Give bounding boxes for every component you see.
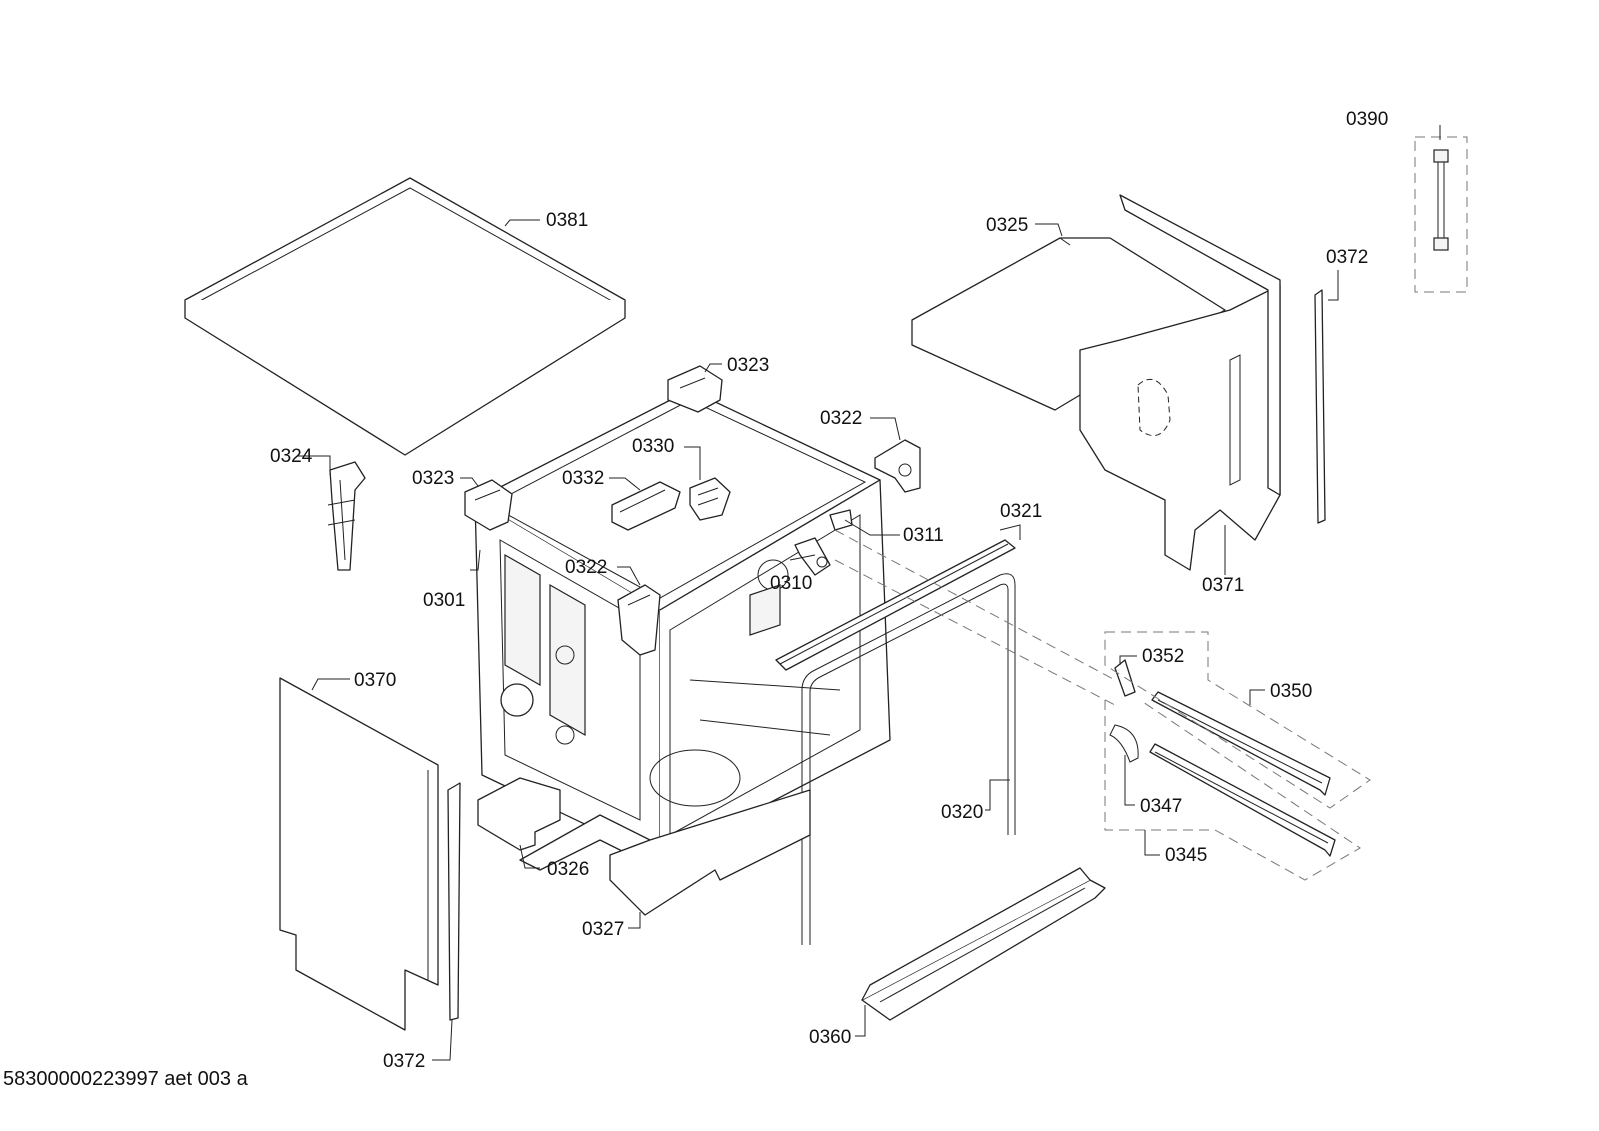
part-0310-hinge[interactable]: [794, 537, 831, 576]
callout-0320[interactable]: 0320: [941, 802, 983, 823]
callout-0347[interactable]: 0347: [1140, 796, 1182, 817]
callout-0360[interactable]: 0360: [809, 1027, 851, 1048]
part-0322-bracket-left[interactable]: [617, 584, 661, 656]
part-0347-clip[interactable]: [1109, 724, 1139, 763]
callout-0325[interactable]: 0325: [986, 215, 1028, 236]
part-0321-top-rail[interactable]: [775, 539, 1016, 671]
callout-0324[interactable]: 0324: [270, 446, 313, 467]
callout-0326[interactable]: 0326: [547, 859, 589, 880]
callout-0311[interactable]: 0311: [903, 525, 944, 546]
part-0370-side-panel[interactable]: [279, 677, 439, 1031]
callout-0321[interactable]: 0321: [1000, 501, 1042, 522]
part-0322-bracket-right[interactable]: [874, 439, 921, 493]
callout-0381[interactable]: 0381: [546, 210, 588, 231]
leader-lines: [298, 125, 1441, 1061]
callout-0330[interactable]: 0330: [632, 436, 674, 457]
callout-0371[interactable]: 0371: [1202, 575, 1244, 596]
callout-labels: 0381 0324 0323 0323 0330 0332 0322 0322 …: [270, 109, 1388, 1072]
callout-0322-left[interactable]: 0322: [565, 557, 607, 578]
callout-0370[interactable]: 0370: [354, 670, 396, 691]
callout-0332[interactable]: 0332: [562, 468, 604, 489]
callout-0372-left[interactable]: 0372: [383, 1051, 425, 1072]
callout-0372-right[interactable]: 0372: [1326, 247, 1368, 268]
part-0323-corner-connector-front[interactable]: [464, 479, 513, 531]
part-0350-guide-rail-upper[interactable]: [1151, 691, 1331, 796]
part-0332-lock-cover[interactable]: [611, 481, 681, 531]
callout-0327[interactable]: 0327: [582, 919, 624, 940]
part-0327-front-base-insulation[interactable]: [609, 789, 811, 916]
callout-0350[interactable]: 0350: [1270, 681, 1312, 702]
part-0381-top-cover[interactable]: [184, 177, 626, 456]
part-0320-door-seal[interactable]: [801, 573, 1016, 945]
callout-0390[interactable]: 0390: [1346, 109, 1388, 130]
callout-0310[interactable]: 0310: [770, 573, 812, 594]
part-0326-base-insulation[interactable]: [477, 777, 561, 851]
part-0345-guide-rail-lower[interactable]: [1149, 743, 1336, 857]
part-0371-side-insulation[interactable]: [1079, 194, 1281, 571]
callout-0345[interactable]: 0345: [1165, 845, 1207, 866]
callout-0323-rear[interactable]: 0323: [727, 355, 769, 376]
part-0311-hinge-lever[interactable]: [829, 509, 853, 531]
document-id: 58300000223997 aet 003 a: [3, 1068, 249, 1090]
callout-0323-front[interactable]: 0323: [412, 468, 454, 489]
callout-0322-right[interactable]: 0322: [820, 408, 862, 429]
part-0372-side-strip-right[interactable]: [1314, 289, 1326, 524]
part-0390-cable[interactable]: [1414, 136, 1468, 293]
part-0324-side-bracket[interactable]: [327, 461, 366, 571]
part-0323-corner-connector-rear[interactable]: [667, 365, 723, 413]
part-0330-door-lock[interactable]: [689, 477, 731, 521]
part-0360-kickboard[interactable]: [861, 867, 1106, 1021]
callout-0352[interactable]: 0352: [1142, 646, 1184, 667]
part-0372-side-strip-left[interactable]: [447, 782, 461, 1021]
callout-0301[interactable]: 0301: [423, 590, 465, 611]
